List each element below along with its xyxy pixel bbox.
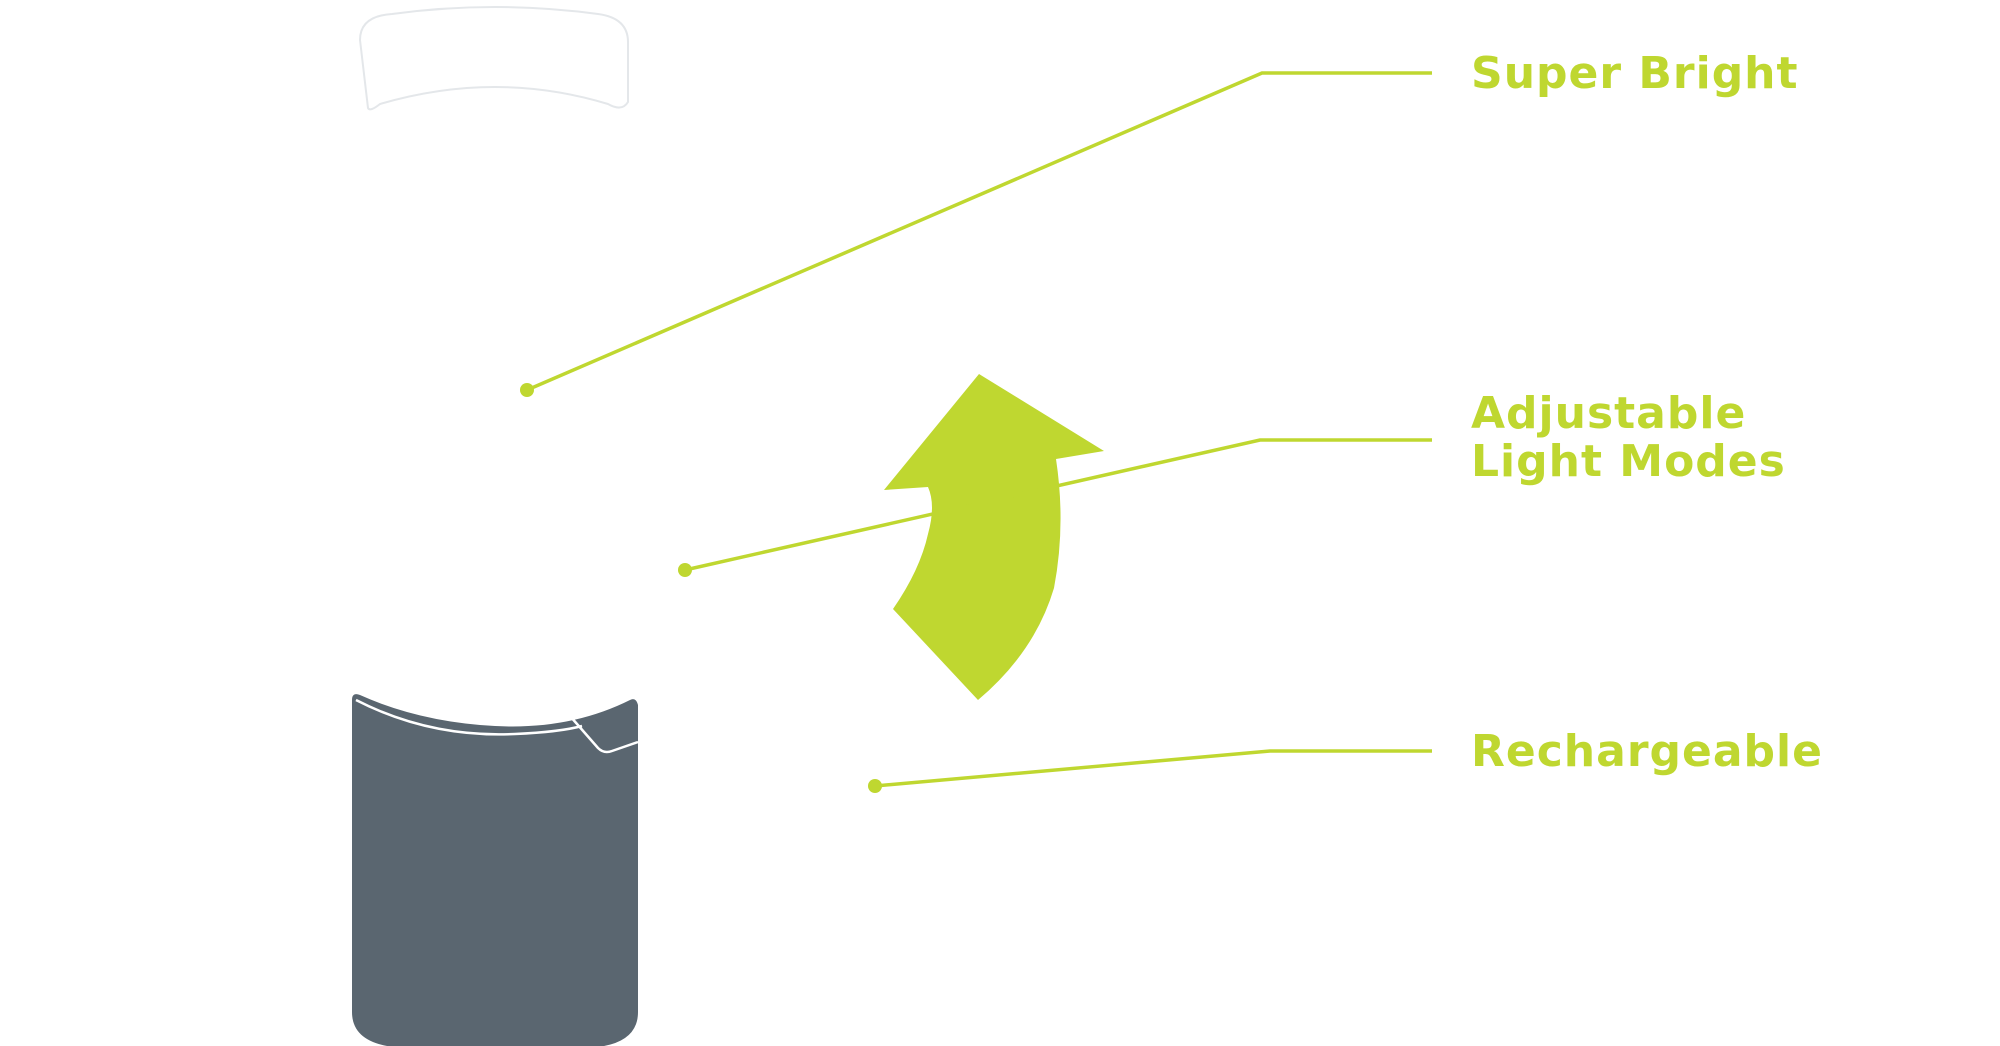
leader-lines — [526, 71, 1432, 788]
leader-dot-super-bright — [520, 383, 534, 397]
leader-line-rechargeable — [874, 749, 1432, 788]
callout-rechargeable: Rechargeable — [1471, 726, 1823, 777]
callout-adjustable-light-modes-line-2: Light Modes — [1471, 436, 1786, 487]
leader-line-super-bright — [526, 71, 1432, 392]
lantern-base — [352, 694, 639, 1046]
rotation-arrow-icon — [884, 374, 1104, 700]
callout-adjustable-light-modes-line-1: Adjustable — [1471, 388, 1746, 439]
callout-super-bright: Super Bright — [1471, 48, 1799, 99]
leader-dot-rechargeable — [868, 779, 882, 793]
leader-dot-adjustable-light-modes — [678, 563, 692, 577]
lantern-top-cap — [358, 6, 629, 111]
leader-line-adjustable-light-modes — [684, 438, 1432, 572]
